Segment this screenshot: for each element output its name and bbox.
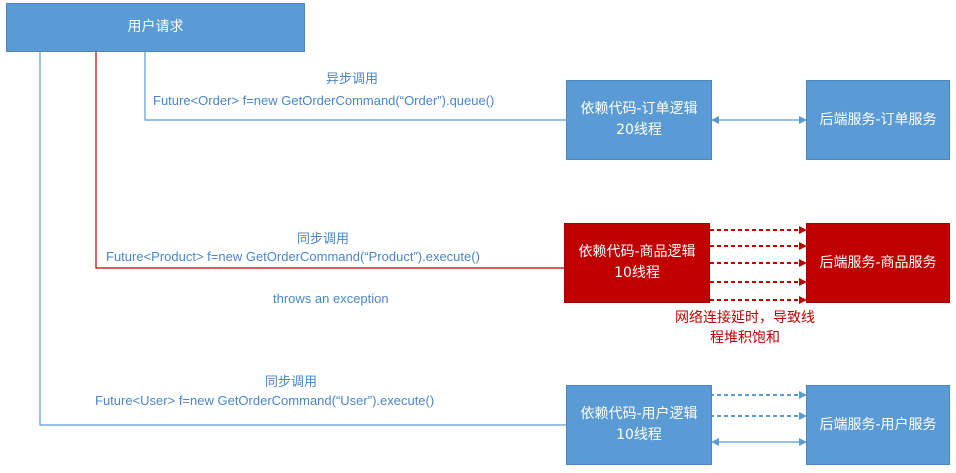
- sync-product-call-line: [95, 52, 566, 269]
- user-dependency-title: 依赖代码-用户逻辑: [580, 406, 698, 422]
- async-call-line: [144, 52, 566, 121]
- product-backend-label: 后端服务-商品服务: [819, 254, 937, 271]
- user-request-box: 用户请求: [6, 3, 305, 52]
- user-backend-label: 后端服务-用户服务: [819, 416, 937, 433]
- user-request-label: 用户请求: [127, 19, 184, 35]
- network-latency-note-line1: 网络连接延时，导致线: [675, 310, 815, 326]
- network-latency-note: 网络连接延时，导致线 程堆积饱和: [650, 308, 840, 348]
- product-dependency-text: 依赖代码-商品逻辑 10线程: [578, 242, 695, 284]
- sync-product-call-title: 同步调用: [297, 231, 350, 246]
- user-dependency-box: 依赖代码-用户逻辑 10线程: [566, 385, 712, 465]
- order-backend-box: 后端服务-订单服务: [806, 80, 950, 160]
- async-call-title: 异步调用: [326, 71, 379, 86]
- product-backend-box: 后端服务-商品服务: [806, 223, 950, 303]
- sync-product-call-code: Future<Product> f=new GetOrderCommand(“P…: [106, 249, 480, 264]
- sync-user-call-code: Future<User> f=new GetOrderCommand(“User…: [95, 393, 435, 408]
- sync-user-call-line: [39, 52, 566, 426]
- order-backend-label: 后端服务-订单服务: [819, 111, 937, 128]
- product-dependency-box: 依赖代码-商品逻辑 10线程: [564, 223, 710, 303]
- user-dependency-text: 依赖代码-用户逻辑 10线程: [580, 404, 697, 446]
- sync-user-call-title: 同步调用: [265, 374, 318, 389]
- network-latency-note-line2: 程堆积饱和: [710, 330, 780, 346]
- exception-label: throws an exception: [273, 291, 389, 306]
- product-dependency-title: 依赖代码-商品逻辑: [578, 244, 696, 260]
- user-backend-box: 后端服务-用户服务: [806, 385, 950, 465]
- user-dependency-threads: 10线程: [616, 427, 662, 443]
- order-dependency-title: 依赖代码-订单逻辑: [580, 101, 698, 117]
- order-dependency-threads: 20线程: [616, 122, 662, 138]
- order-dependency-text: 依赖代码-订单逻辑 20线程: [580, 99, 697, 141]
- async-call-code: Future<Order> f=new GetOrderCommand(“Ord…: [153, 93, 495, 108]
- order-dependency-box: 依赖代码-订单逻辑 20线程: [566, 80, 712, 160]
- product-dependency-threads: 10线程: [614, 265, 660, 281]
